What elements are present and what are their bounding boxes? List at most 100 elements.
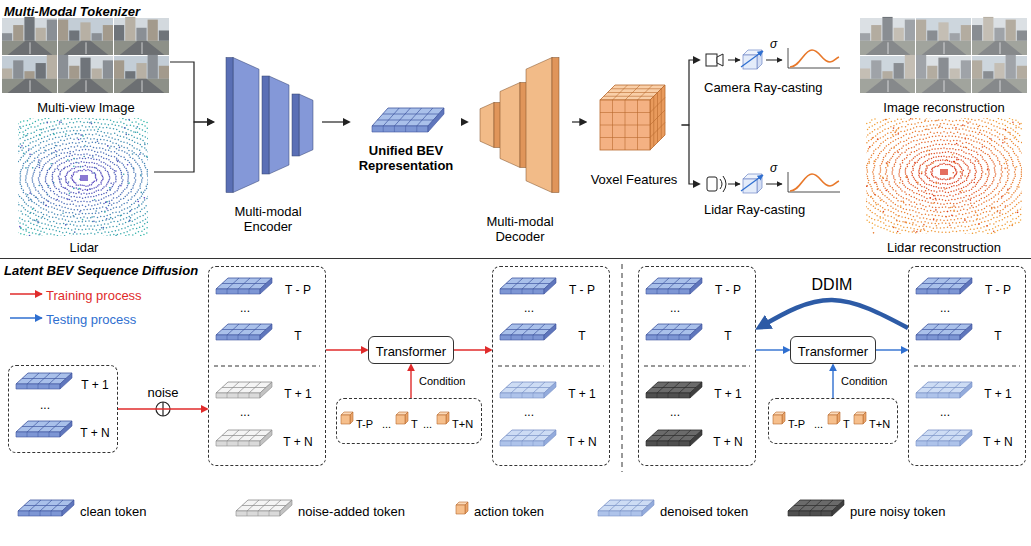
lidar-point	[66, 182, 68, 184]
lidar-point	[53, 203, 55, 205]
lidar-point	[49, 229, 51, 231]
building	[148, 55, 158, 79]
lidar-point	[992, 191, 994, 193]
building	[136, 28, 146, 41]
lidar-point	[39, 181, 41, 183]
lidar-point	[109, 147, 111, 149]
lidar-point	[93, 221, 95, 223]
lidar-point	[893, 165, 895, 167]
lidar-point	[925, 154, 927, 156]
lidar-point	[939, 152, 941, 154]
lidar-point	[978, 190, 980, 192]
lidar-point	[127, 226, 128, 228]
lidar-point	[41, 222, 43, 224]
lidar-point	[84, 189, 86, 191]
lidar-point	[99, 170, 101, 172]
lidar-point	[117, 234, 119, 236]
lidar-point	[144, 125, 146, 127]
lidar-point	[96, 190, 98, 192]
lidar-point	[1001, 175, 1003, 177]
lidar-point	[147, 179, 148, 181]
lidar-point	[141, 208, 143, 210]
lidar-point	[58, 177, 60, 179]
lidar-point	[59, 231, 61, 233]
lidar-point	[64, 192, 66, 194]
lidar-point	[66, 161, 68, 163]
lidar-point	[89, 154, 91, 156]
lidar-point	[78, 229, 80, 231]
lidar-point	[83, 234, 85, 236]
lidar-point	[140, 211, 142, 213]
lidar-point	[106, 184, 108, 186]
lidar-point	[118, 166, 120, 168]
lidar-point	[952, 183, 954, 185]
lidar-point	[87, 217, 89, 219]
lidar-point	[89, 184, 91, 186]
lidar-point	[91, 170, 93, 172]
lidar-point	[948, 192, 950, 194]
lidar-point	[97, 169, 99, 171]
lidar-point	[128, 175, 130, 177]
lidar-point	[116, 153, 118, 155]
lidar-point	[70, 169, 72, 171]
lidar-point	[43, 202, 45, 204]
lidar-point	[901, 152, 903, 154]
lidar-point	[921, 142, 923, 144]
lidar-point	[108, 218, 110, 220]
building	[103, 25, 113, 41]
lidar-point	[930, 164, 932, 166]
lidar-point	[993, 179, 995, 181]
lidar-point	[127, 129, 129, 131]
lidar-point	[926, 198, 928, 200]
lidar-point	[40, 123, 42, 125]
lidar-point	[94, 172, 96, 174]
lidar-point	[94, 233, 96, 235]
lidar-point	[78, 162, 80, 164]
lidar-point	[60, 184, 62, 186]
building	[125, 17, 135, 41]
lidar-point	[96, 208, 98, 210]
lidar-point	[24, 220, 26, 222]
lidar-point	[116, 226, 118, 228]
lidar-point	[144, 189, 146, 191]
shape-face	[8, 41, 53, 55]
lidar-point	[22, 165, 24, 167]
lidar-point	[120, 170, 122, 172]
lidar-point	[108, 232, 110, 234]
lidar-point	[59, 155, 61, 157]
lidar-point	[77, 154, 79, 156]
lidar-point	[916, 193, 918, 195]
lidar-point	[942, 190, 944, 192]
lidar-point	[134, 159, 136, 161]
lidar-point	[20, 143, 22, 145]
lidar-point	[120, 121, 122, 123]
lidar-point	[963, 197, 965, 199]
lidar-point	[990, 192, 992, 194]
lidar-point	[145, 213, 147, 215]
lidar-point	[103, 216, 105, 218]
lidar-point	[53, 198, 55, 200]
lidar-point	[63, 157, 65, 159]
lidar-point	[64, 228, 66, 230]
lidar-point	[130, 217, 132, 219]
lidar-point	[933, 156, 935, 158]
camera-image-grid	[860, 17, 1028, 94]
lidar-point	[121, 162, 123, 164]
lidar-point	[94, 199, 96, 201]
lidar-point	[957, 163, 959, 165]
lidar-point	[31, 228, 33, 230]
lidar-point	[911, 196, 913, 198]
lidar-point	[66, 232, 68, 234]
lidar-point	[987, 179, 989, 181]
lidar-point	[38, 200, 40, 202]
lidar-point	[35, 145, 37, 147]
lidar-point	[34, 202, 36, 204]
lidar-point	[132, 158, 134, 160]
lidar-point	[103, 119, 105, 121]
lidar-point	[147, 132, 148, 134]
lidar-point	[143, 191, 145, 193]
lidar-point	[111, 199, 113, 201]
lidar-point	[101, 174, 103, 176]
lidar-point	[61, 186, 63, 188]
lidar-point	[941, 179, 943, 181]
